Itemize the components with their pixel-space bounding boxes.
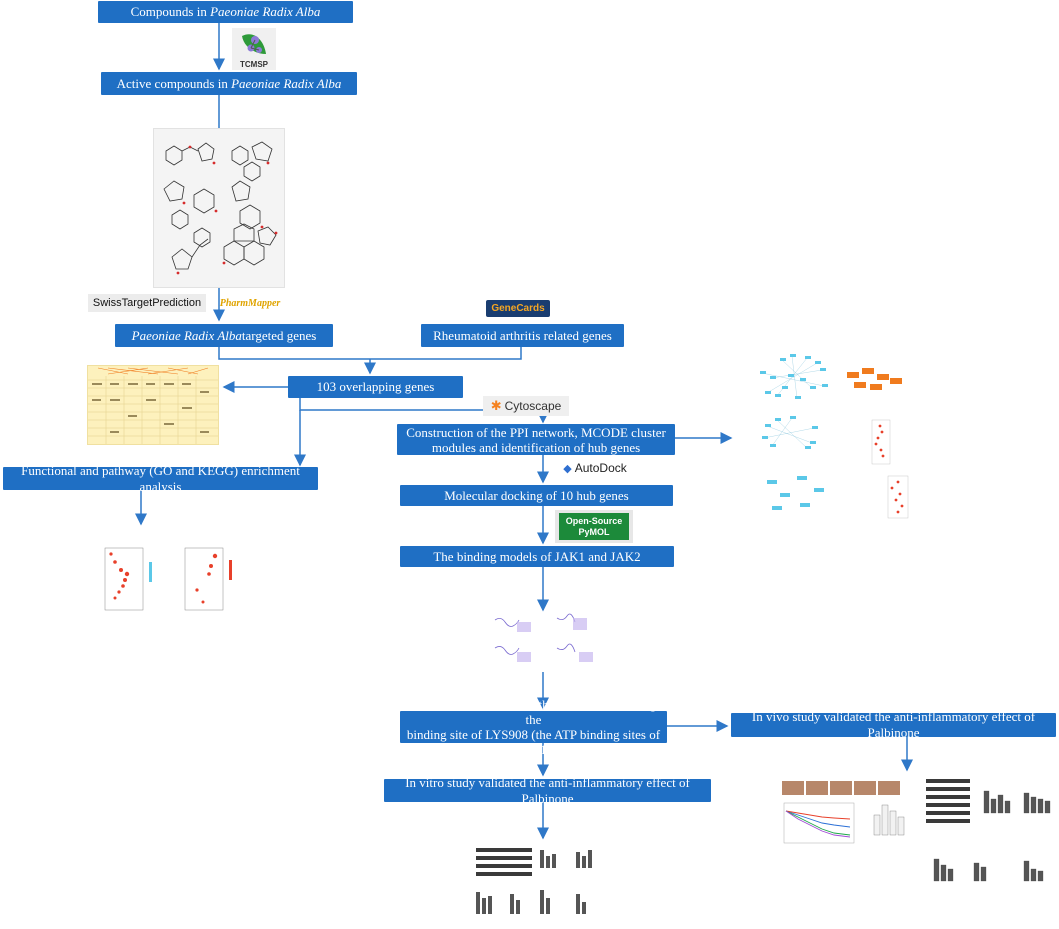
docking-box: Molecular docking of 10 hub genes: [400, 485, 673, 506]
go-colorbar: [149, 562, 152, 582]
in-vitro-panels: [476, 848, 592, 914]
enrichment-dotplots: [104, 547, 232, 611]
ppi-network-drawing: [760, 354, 909, 519]
gene-table-grid: [88, 367, 218, 444]
overlap-genes-box: 103 overlapping genes: [288, 376, 463, 398]
in-vitro-box: In vitro study validated the anti-inflam…: [384, 775, 711, 806]
tcmsp-molecule-icon: [242, 33, 266, 54]
overlap-genes-table-image: [87, 365, 219, 445]
pharmmapper-logo: PharmMapper: [219, 297, 281, 309]
pymol-badge: Open-Source PyMOL: [559, 513, 629, 540]
tcmsp-logo: TCMSP: [232, 28, 276, 70]
targeted-genes-box: Paeoniae Radix Alba targeted genes: [115, 324, 333, 347]
in-vivo-box: In vivo study validated the anti-inflamm…: [731, 709, 1056, 740]
docking-structures-figure: [487, 612, 607, 670]
two-models-box: Two models of JAK1 with Palbinone includ…: [400, 697, 667, 757]
cytoscape-logo: ✱ Cytoscape: [483, 396, 569, 416]
ra-genes-box: Rheumatoid arthritis related genes: [421, 324, 624, 347]
enrichment-box: Functional and pathway (GO and KEGG) enr…: [3, 463, 318, 494]
compounds-box: Compounds in Paeoniae Radix Alba: [98, 1, 353, 23]
chemical-structures-drawing: [163, 141, 278, 275]
genecards-logo: GeneCards: [486, 300, 550, 317]
cytoscape-icon: ✱: [490, 398, 502, 413]
swisstargetprediction-logo: SwissTargetPrediction: [88, 294, 206, 312]
docking-poses-drawing: [494, 613, 593, 662]
in-vivo-figure: [774, 775, 1059, 885]
enrichment-figure: [85, 540, 250, 620]
pymol-logo: Open-Source PyMOL: [555, 510, 633, 543]
in-vivo-panels: [782, 779, 1051, 882]
autodock-logo: ◆ AutoDock: [563, 461, 627, 475]
ppi-network-figure: [752, 348, 932, 536]
binding-models-box: The binding models of JAK1 and JAK2: [400, 546, 674, 567]
autodock-icon: ◆: [563, 462, 572, 475]
in-vitro-figure: [466, 842, 616, 924]
active-compounds-box: Active compounds in Paeoniae Radix Alba: [101, 72, 357, 95]
kegg-colorbar: [229, 560, 232, 580]
compound-structures-image: [153, 128, 285, 288]
ppi-network-box: Construction of the PPI network, MCODE c…: [397, 424, 675, 455]
